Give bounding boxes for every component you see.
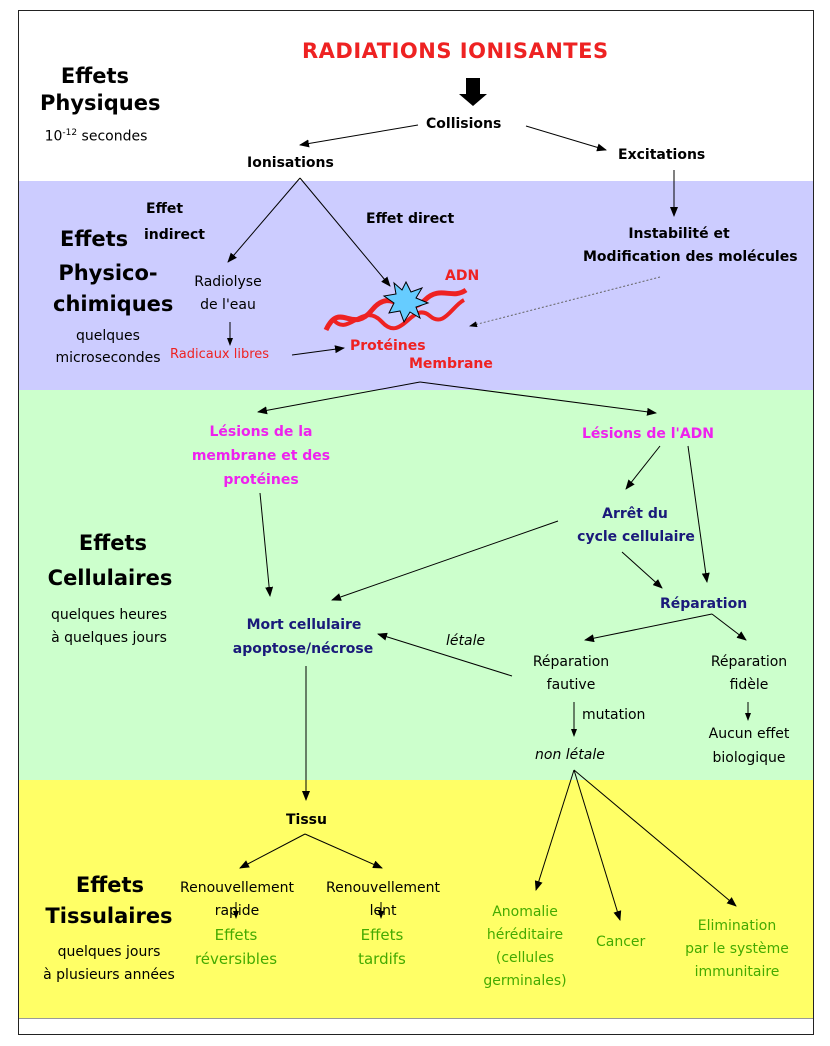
- node-non-letale: non létale: [535, 747, 605, 763]
- node-effets-tardifs-line2: tardifs: [358, 950, 406, 968]
- band-effets-physico-chimiques: [19, 181, 813, 390]
- arrow-fautive-mort: [377, 632, 513, 677]
- arrow-collisions-ionisations: [299, 124, 419, 148]
- node-radicaux-libres: Radicaux libres: [170, 347, 270, 362]
- diagram-frame: [18, 10, 814, 1035]
- node-mort-line1: Mort cellulaire: [246, 617, 362, 633]
- heading-physiques-line2: Physiques: [40, 91, 161, 115]
- label-letale: létale: [446, 633, 486, 649]
- time-tissulaires-line1: quelques jours: [57, 944, 161, 960]
- node-tissu: Tissu: [286, 812, 327, 828]
- node-anomalie-line2: héréditaire: [486, 927, 564, 943]
- node-ionisations: Ionisations: [247, 155, 334, 171]
- arrow-ionisations-radiolyse: [227, 177, 301, 263]
- heading-physico-prefix: Effets: [60, 227, 129, 251]
- arrow-instabilite-proteines: [469, 276, 661, 328]
- node-aucun-effet-line2: biologique: [712, 750, 786, 766]
- arrow-radicaux-proteines: [291, 345, 345, 356]
- node-arret-line1: Arrêt du: [602, 506, 668, 522]
- heading-physiques-line1: Effets: [60, 64, 130, 88]
- node-anomalie-line1: Anomalie: [492, 904, 558, 920]
- node-renouv-lent-line2: lent: [369, 903, 397, 919]
- band-effets-cellulaires: [19, 390, 813, 780]
- node-renouv-rapide-line2: rapide: [214, 903, 260, 919]
- node-reparation: Réparation: [660, 596, 748, 612]
- diagram-title: RADIATIONS IONISANTES: [302, 39, 609, 63]
- arrow-lesions-membrane-mort: [259, 492, 274, 597]
- arrow-nonletale-elimination: [573, 769, 737, 907]
- node-proteines: Protéines: [350, 338, 426, 354]
- label-effet-indirect-1: Effet: [146, 201, 184, 217]
- heading-cellulaires-line1: Effets: [78, 531, 148, 555]
- time-physico-line2: microsecondes: [55, 350, 161, 366]
- heading-cellulaires-line2: Cellulaires: [47, 566, 173, 590]
- node-lesions-adn: Lésions de l'ADN: [582, 426, 714, 442]
- arrow-nonletale-cancer: [573, 769, 622, 921]
- node-effets-tardifs-line1: Effets: [360, 926, 404, 944]
- node-rep-fautive-line2: fautive: [546, 677, 596, 693]
- bottom-strip: [19, 1018, 813, 1035]
- arrow-reparation-fidele: [711, 613, 747, 641]
- node-arret-line2: cycle cellulaire: [577, 529, 695, 545]
- node-elimination-line2: par le système: [685, 941, 789, 957]
- node-anomalie-line4: germinales): [483, 973, 567, 989]
- node-rep-fidele-line2: fidèle: [729, 677, 769, 693]
- node-radiolyse-line2: de l'eau: [200, 297, 256, 313]
- node-excitations: Excitations: [618, 147, 706, 163]
- node-collisions: Collisions: [426, 116, 502, 132]
- arrow-arret-reparation: [621, 551, 663, 589]
- arrow-tissu-rapide: [239, 833, 306, 869]
- arrow-tissu-lent: [304, 833, 383, 869]
- node-radiolyse-line1: Radiolyse: [194, 274, 262, 290]
- arrow-membrane-split-left: [257, 381, 421, 415]
- time-physico-line1: quelques: [76, 328, 140, 344]
- node-renouv-rapide-line1: Renouvellement: [180, 880, 294, 896]
- arrow-lesions-adn-arret: [625, 445, 661, 490]
- node-rep-fautive-line1: Réparation: [532, 654, 610, 670]
- time-cellulaires-line1: quelques heures: [50, 607, 168, 623]
- node-membrane: Membrane: [409, 356, 493, 372]
- arrow-collisions-excitations: [525, 125, 607, 152]
- node-effets-reversibles-line2: réversibles: [194, 950, 278, 968]
- node-anomalie-line3: (cellules: [495, 950, 555, 966]
- impact-star: [382, 280, 430, 324]
- arrow-reparation-fautive: [584, 613, 713, 643]
- heading-tissulaires-line1: Effets: [75, 873, 145, 897]
- band-effets-physiques: [19, 11, 813, 181]
- node-rep-fidele-line1: Réparation: [710, 654, 788, 670]
- arrow-nonletale-anomalie: [534, 769, 575, 891]
- band-effets-tissulaires: [19, 780, 813, 1018]
- node-elimination-line1: Elimination: [697, 918, 777, 934]
- node-lesions-membrane-line3: protéines: [223, 472, 299, 488]
- title-block-arrow: [459, 78, 487, 106]
- node-lesions-membrane-line1: Lésions de la: [209, 424, 313, 440]
- node-renouv-lent-line1: Renouvellement: [326, 880, 440, 896]
- adn-strand-2: [330, 298, 466, 331]
- node-elimination-line3: immunitaire: [694, 964, 780, 980]
- node-cancer: Cancer: [596, 934, 646, 950]
- node-instabilite-line2: Modification des molécules: [583, 249, 798, 265]
- time-tissulaires-line2: à plusieurs années: [43, 967, 175, 983]
- label-mutation: mutation: [582, 707, 646, 723]
- node-mort-line2: apoptose/nécrose: [232, 641, 374, 657]
- time-cellulaires-line2: à quelques jours: [51, 630, 167, 646]
- label-effet-indirect-2: indirect: [144, 227, 205, 243]
- heading-physico-line3: chimiques: [53, 292, 174, 316]
- arrow-membrane-split-right: [419, 381, 657, 416]
- label-effet-direct: Effet direct: [366, 211, 455, 227]
- node-instabilite-line1: Instabilité et: [628, 226, 730, 242]
- arrow-arret-mort: [331, 520, 559, 601]
- label-adn: ADN: [445, 268, 480, 284]
- node-lesions-membrane-line2: membrane et des: [191, 448, 331, 464]
- arrow-ionisations-adn: [299, 177, 391, 287]
- node-effets-reversibles-line1: Effets: [214, 926, 258, 944]
- node-aucun-effet-line1: Aucun effet: [708, 726, 790, 742]
- time-physiques: 10-12 secondes: [44, 128, 148, 145]
- heading-tissulaires-line2: Tissulaires: [45, 904, 173, 928]
- arrow-lesions-adn-reparation: [687, 445, 710, 583]
- heading-physico-line2: Physico-: [58, 261, 158, 285]
